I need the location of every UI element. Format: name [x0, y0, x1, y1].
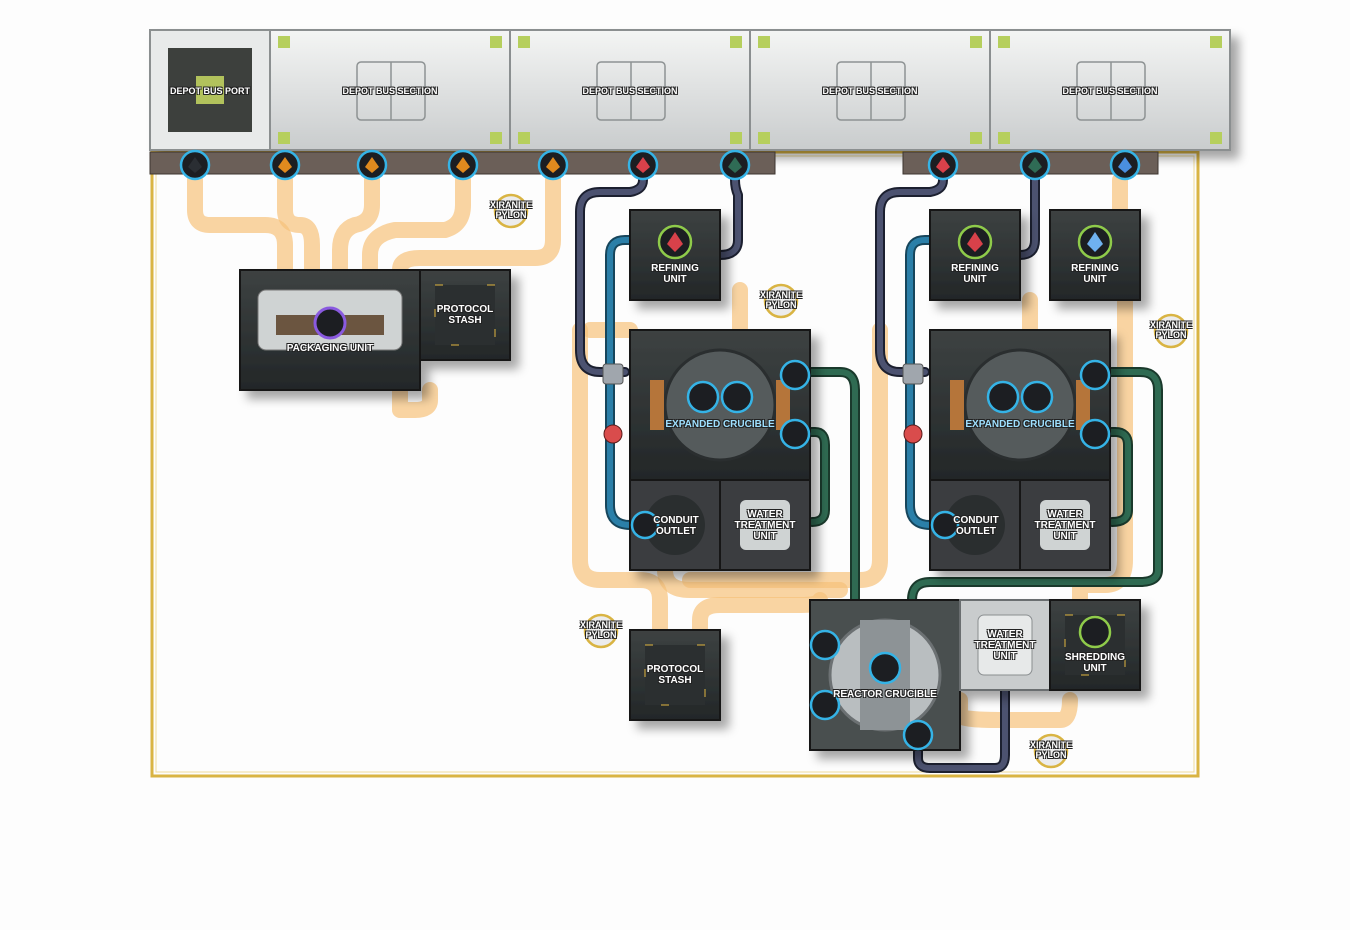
bus-detail: [356, 61, 1146, 121]
pipe-junction-icon[interactable]: [602, 363, 924, 385]
amber-ore-icon: [456, 157, 470, 173]
water-drop-icon: [930, 510, 960, 540]
red-crystal-icon: [936, 157, 950, 173]
amber-ore-icon: [365, 157, 379, 173]
device-item-icons: [313, 224, 1113, 751]
dark-ore-icon: [188, 157, 202, 173]
water-drop-icon: [630, 510, 660, 540]
pipe-valve-icon[interactable]: [603, 424, 923, 444]
blue-crystal-icon: [1118, 157, 1132, 173]
liquid-port-icon[interactable]: [1079, 359, 1111, 391]
amber-ore-icon: [546, 157, 560, 173]
green-liquid-icon: [686, 380, 720, 414]
depot-bus-section[interactable]: [509, 29, 751, 151]
xiranite-pylon[interactable]: [493, 193, 1189, 769]
liquid-port-icon[interactable]: [779, 359, 811, 391]
liquid-port-icon[interactable]: [809, 689, 841, 721]
depot-bus-section[interactable]: [269, 29, 511, 151]
green-liquid-icon: [720, 380, 754, 414]
liquid-port-icon[interactable]: [902, 719, 934, 751]
dark-ore-icon: [868, 651, 902, 685]
red-crystal-icon: [636, 157, 650, 173]
green-ore-icon: [728, 157, 742, 173]
pipes: [575, 175, 1163, 773]
depot-bus-section[interactable]: [989, 29, 1231, 151]
bus-corner-marker: [278, 36, 1222, 144]
green-liquid-icon: [1020, 380, 1054, 414]
purple-capsule-icon: [313, 306, 347, 340]
blue-crystal-icon: [1078, 615, 1112, 649]
green-ore-icon: [1028, 157, 1042, 173]
green-liquid-icon: [986, 380, 1020, 414]
liquid-port-icon[interactable]: [1079, 418, 1111, 450]
liquid-port-icon[interactable]: [779, 418, 811, 450]
device-detail: [257, 284, 1126, 732]
liquid-port-icon[interactable]: [809, 629, 841, 661]
amber-ore-icon: [278, 157, 292, 173]
depot-bus-section[interactable]: [749, 29, 991, 151]
